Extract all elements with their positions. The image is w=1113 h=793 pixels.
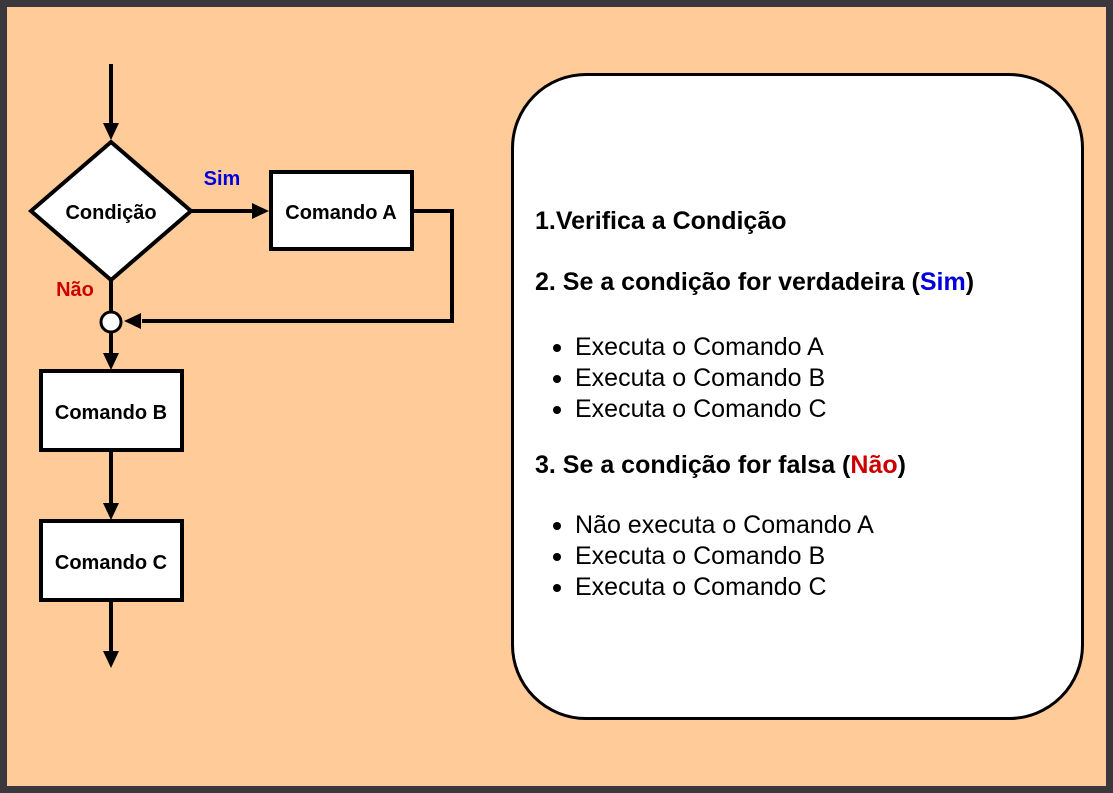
list-item: Executa o Comando B xyxy=(535,363,1061,394)
bullet-icon xyxy=(553,553,561,561)
list-item: Executa o Comando B xyxy=(535,541,1061,572)
list-item: Executa o Comando C xyxy=(535,394,1061,425)
junction-circle xyxy=(99,310,123,334)
bullet-icon xyxy=(553,406,561,414)
arrow-left-icon xyxy=(124,313,141,329)
step-1-heading: 1.Verifica a Condição xyxy=(535,207,787,235)
step-3-highlight-nao: Não xyxy=(850,451,898,479)
list-item: Executa o Comando A xyxy=(535,332,1061,363)
arrow-down-icon xyxy=(103,123,119,140)
list-item-label: Executa o Comando C xyxy=(575,573,827,601)
box-comando-b-label: Comando B xyxy=(55,402,167,424)
step-2-prefix: 2. Se a condição for verdadeira ( xyxy=(535,268,920,296)
yes-label: Sim xyxy=(204,168,241,190)
decision-label: Condição xyxy=(65,202,156,224)
bullet-icon xyxy=(553,522,561,530)
box-comando-a-label: Comando A xyxy=(285,202,396,224)
step-2-highlight-sim: Sim xyxy=(919,268,966,296)
step-3-bullets: Não executa o Comando A Executa o Comand… xyxy=(535,510,1061,603)
flowchart: Condição Sim Comando A Não Comando B Com… xyxy=(27,64,454,668)
box-comando-b xyxy=(39,369,184,452)
list-item: Não executa o Comando A xyxy=(535,510,1061,541)
bullet-icon xyxy=(553,344,561,352)
list-item-label: Executa o Comando B xyxy=(575,542,826,570)
no-label: Não xyxy=(56,279,94,301)
arrow-down-icon xyxy=(103,503,119,520)
explanation-panel: 1.Verifica a Condição 2. Se a condição f… xyxy=(511,73,1084,720)
arrow-down-icon xyxy=(103,651,119,668)
bullet-icon xyxy=(553,584,561,592)
step-2-heading: 2. Se a condição for verdadeira (Sim) xyxy=(535,268,1061,296)
arrow-down-icon xyxy=(103,353,119,370)
box-comando-c-label: Comando C xyxy=(55,552,167,574)
list-item-label: Não executa o Comando A xyxy=(575,511,874,539)
step-2-suffix: ) xyxy=(965,268,975,296)
list-item-label: Executa o Comando B xyxy=(575,364,826,392)
loop-connector-line xyxy=(142,209,454,323)
step-3-prefix: 3. Se a condição for falsa ( xyxy=(535,451,851,479)
arrow-right-icon xyxy=(252,203,269,219)
step-3-heading: 3. Se a condição for falsa (Não) xyxy=(535,451,1061,479)
list-item: Executa o Comando C xyxy=(535,572,1061,603)
list-item-label: Executa o Comando A xyxy=(575,333,824,361)
step-2-bullets: Executa o Comando A Executa o Comando B … xyxy=(535,332,1061,425)
list-item-label: Executa o Comando C xyxy=(575,395,827,423)
bullet-icon xyxy=(553,375,561,383)
explanation-content: 1.Verifica a Condição 2. Se a condição f… xyxy=(514,76,1081,717)
step-3-suffix: ) xyxy=(897,451,906,479)
box-comando-a xyxy=(269,170,414,251)
